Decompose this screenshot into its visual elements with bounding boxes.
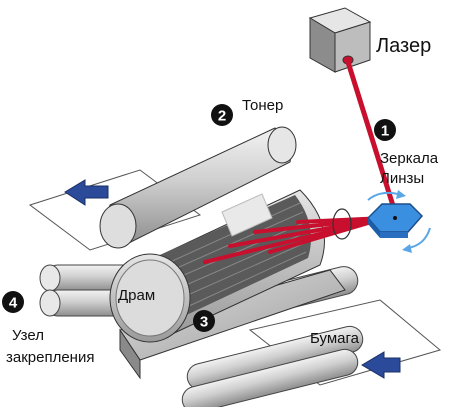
laser-box-icon bbox=[308, 7, 372, 73]
lens-ring bbox=[332, 208, 352, 240]
rotating-mirror-icon bbox=[366, 203, 424, 238]
step-badge-3: 3 bbox=[193, 310, 215, 332]
label-paper: Бумага bbox=[310, 330, 360, 347]
step-badge-1: 1 bbox=[374, 119, 396, 141]
label-toner: Тонер bbox=[242, 97, 283, 114]
paper-direction-arrow-icon bbox=[361, 351, 401, 379]
svg-text:4: 4 bbox=[9, 295, 18, 312]
label-fuser-line1: Узел bbox=[12, 327, 44, 344]
label-mirrors-line1: Зеркала bbox=[380, 150, 439, 167]
label-mirrors-line2: Линзы bbox=[380, 170, 424, 187]
label-drum: Драм bbox=[118, 287, 155, 304]
rotation-arrow-icon bbox=[367, 190, 431, 253]
svg-text:2: 2 bbox=[218, 108, 226, 125]
step-badge-2: 2 bbox=[211, 104, 233, 126]
step-badge-4: 4 bbox=[2, 291, 24, 313]
toner-roller bbox=[99, 126, 297, 249]
label-fuser-line2: закрепления bbox=[6, 349, 94, 366]
label-laser: Лазер bbox=[376, 35, 431, 57]
svg-text:1: 1 bbox=[381, 123, 389, 140]
svg-text:3: 3 bbox=[200, 314, 208, 331]
laser-beams-to-drum bbox=[203, 216, 387, 264]
laser-beam-vertical bbox=[345, 61, 398, 213]
output-direction-arrow-icon bbox=[64, 179, 109, 206]
